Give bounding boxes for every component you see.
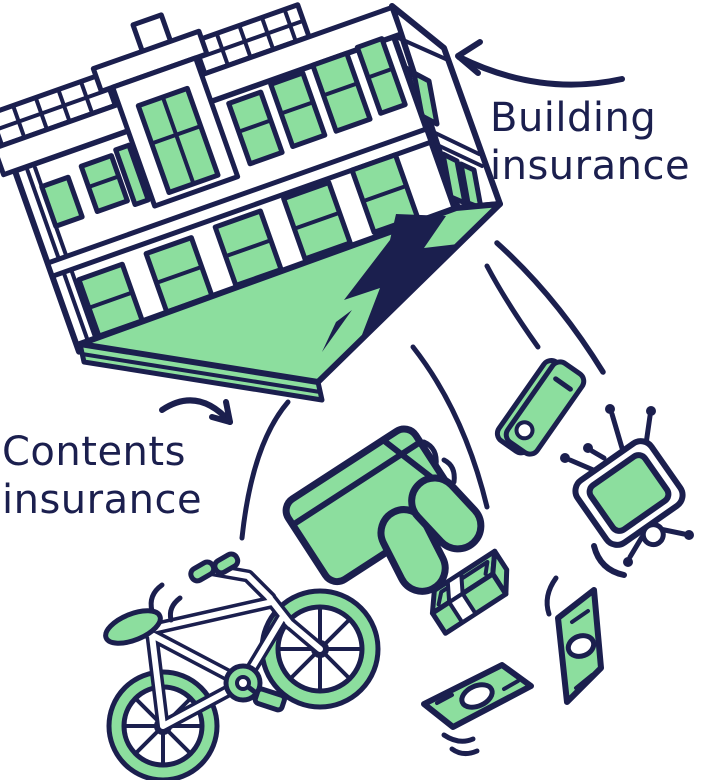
tilted-building (0, 2, 503, 403)
base-slab (77, 201, 503, 403)
entrance-bay (90, 12, 241, 209)
tv-antennas (560, 404, 656, 475)
bike-seat (103, 608, 163, 646)
building-insurance-line1: Building (490, 95, 656, 141)
sofa-icon (282, 425, 485, 595)
tv-body (572, 438, 686, 548)
floor-divider (45, 126, 434, 279)
contents-insurance-arrow-icon (159, 397, 233, 425)
sofa-motion-marks (421, 439, 457, 485)
money-stack-icon (429, 548, 510, 636)
building-insurance-label: Building insurance (490, 95, 690, 189)
contents-insurance-line2: insurance (2, 477, 202, 523)
building-insurance-arrow-icon (455, 39, 625, 88)
contents-insurance-label: Contents insurance (2, 429, 202, 523)
bicycle-icon (103, 551, 381, 780)
building-insurance-line2: insurance (490, 143, 690, 189)
crack-icon (344, 214, 458, 340)
tv-icon (560, 404, 694, 578)
bike-grips (188, 551, 241, 584)
banknote-vertical-icon (544, 575, 604, 705)
bike-crank (223, 663, 287, 713)
smartphone-icon (494, 358, 587, 457)
crack-sliver-icon (322, 310, 352, 352)
bike-frame (141, 563, 327, 733)
banknote-motion-marks (441, 732, 480, 757)
bike-motion-marks (148, 582, 183, 623)
lower-floor-windows (76, 152, 420, 339)
tv-legs (591, 525, 694, 578)
upper-floor-windows (39, 36, 408, 229)
building-facade-group (0, 2, 461, 355)
contents-insurance-line1: Contents (2, 429, 186, 475)
banknote-motion-mark (544, 575, 559, 617)
banknote-horizontal-icon (421, 662, 534, 757)
trajectory-lines (239, 240, 606, 541)
